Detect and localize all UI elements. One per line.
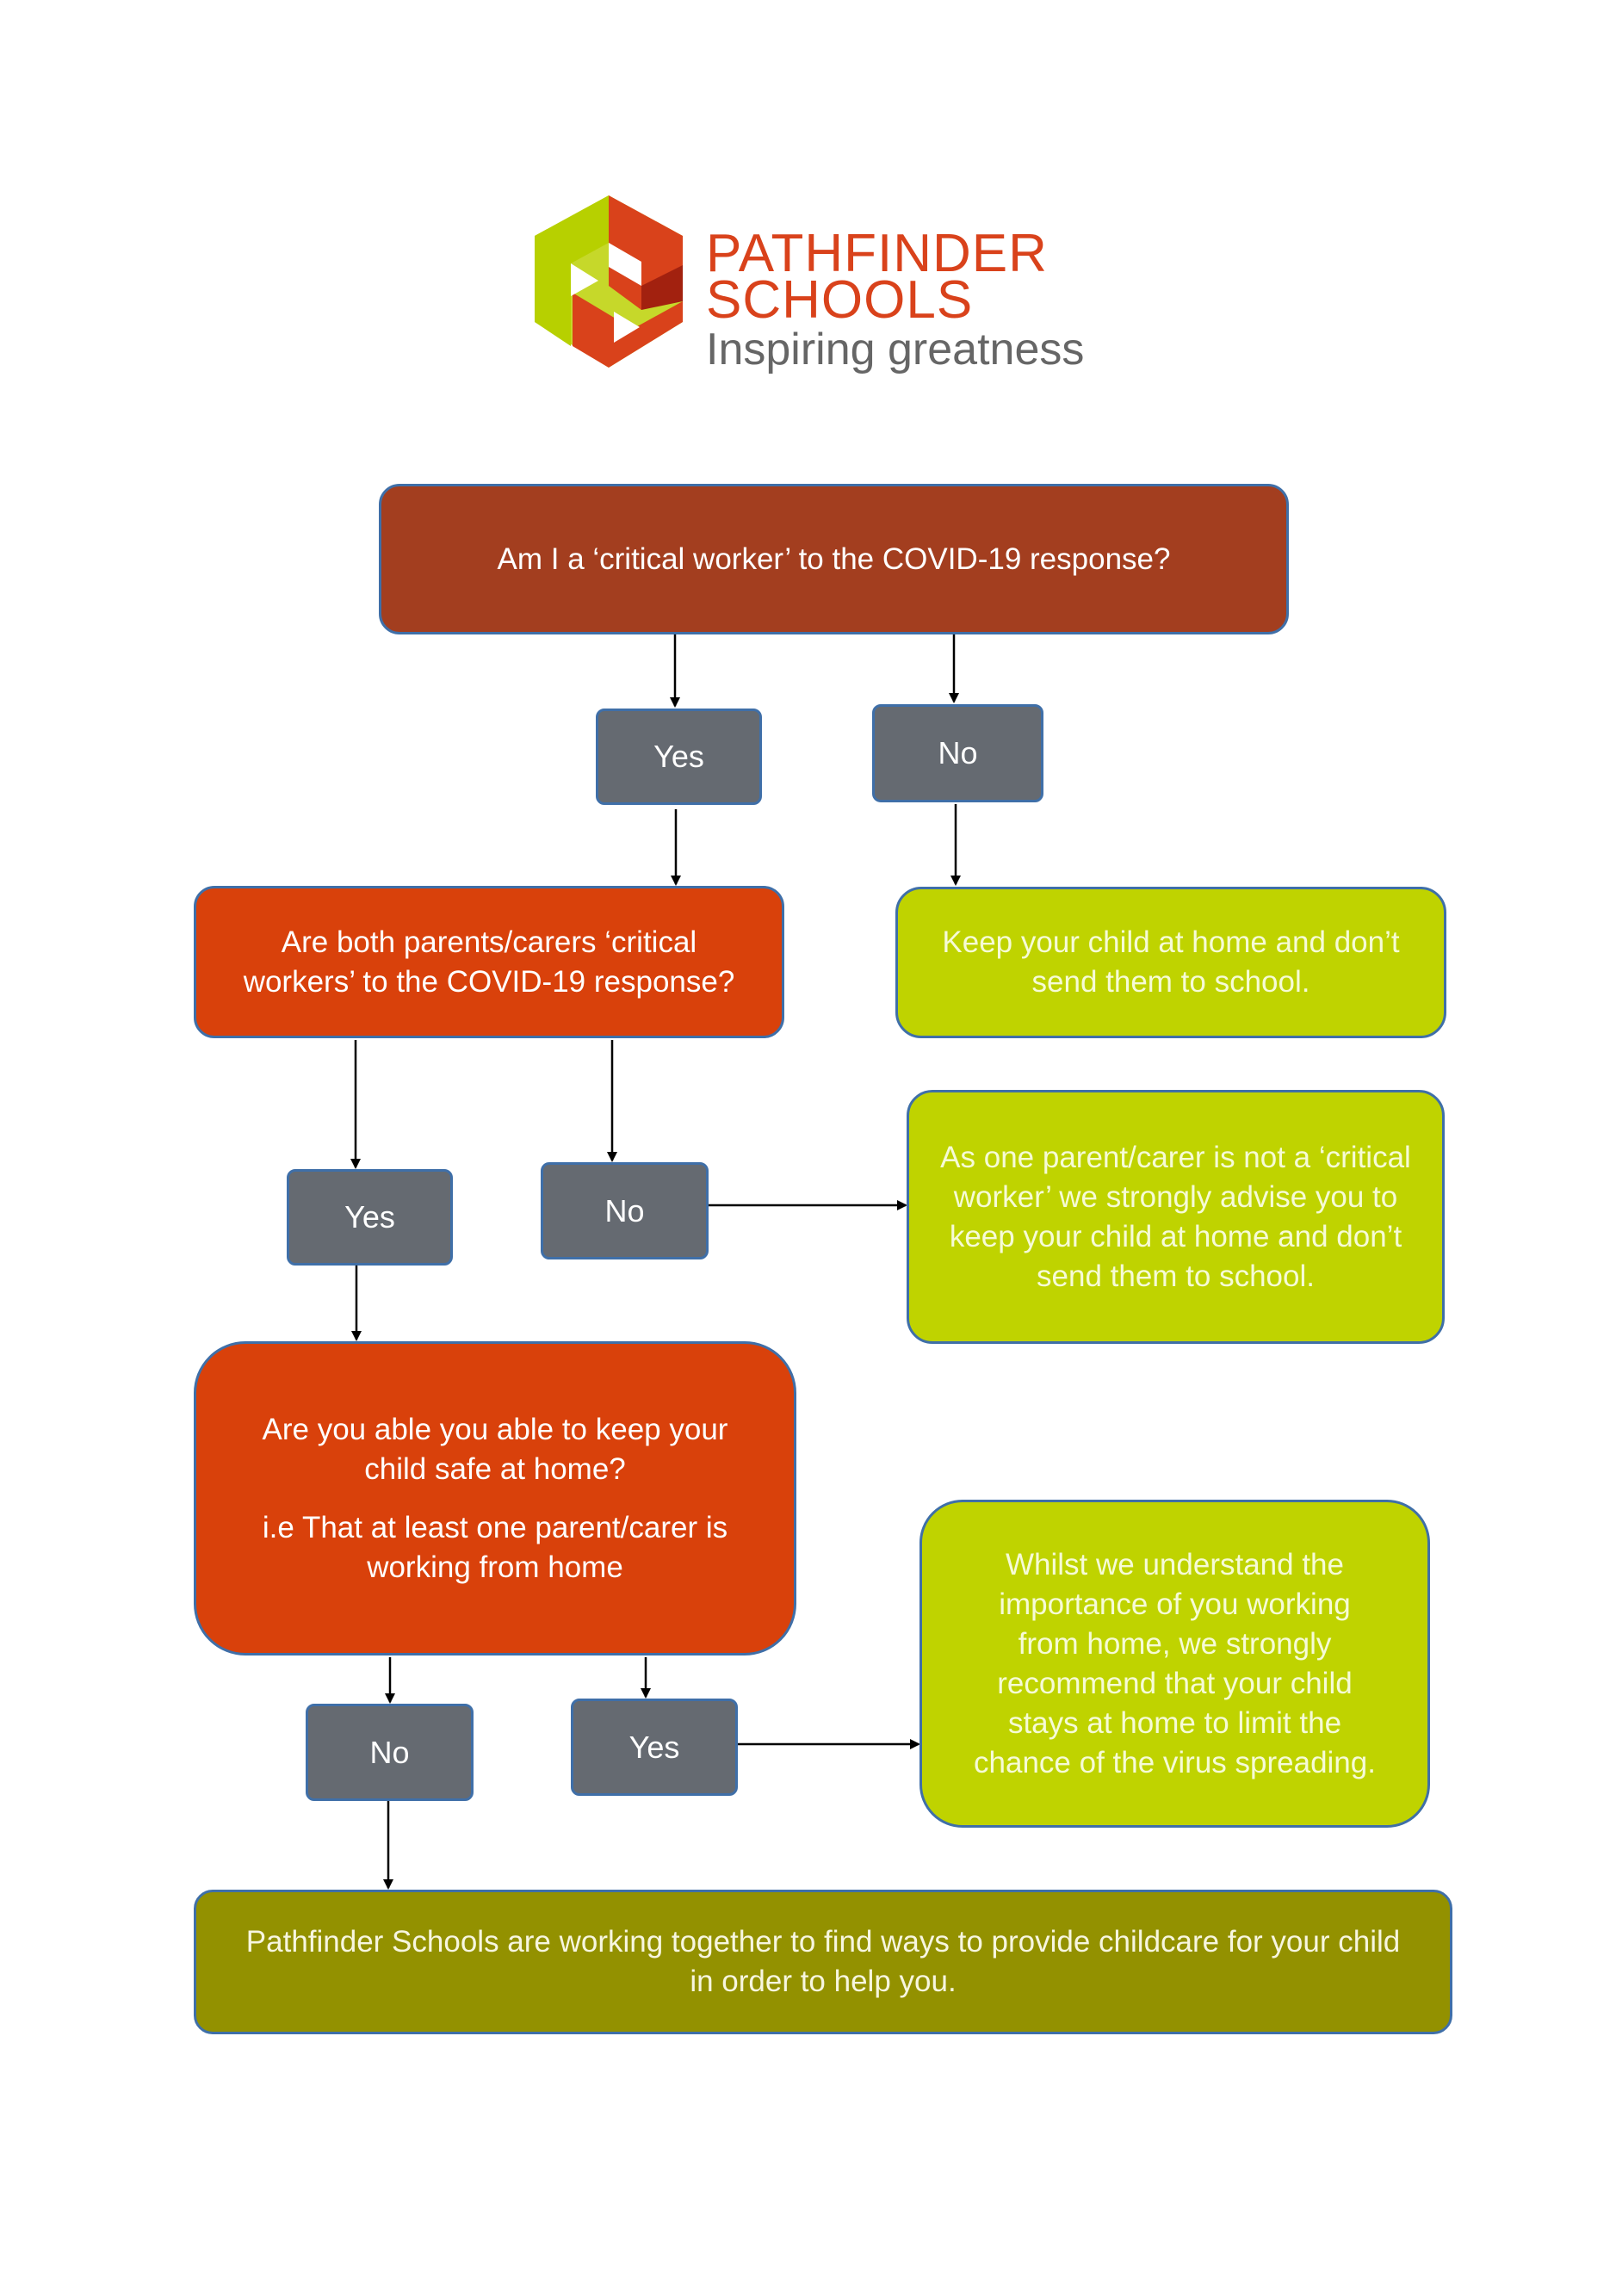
final-childcare-message: Pathfinder Schools are working together … xyxy=(194,1890,1452,2034)
question-both-parents: Are both parents/carers ‘critical worker… xyxy=(194,886,784,1038)
question-keep-safe-text: Are you able you able to keep your child… xyxy=(262,1412,728,1486)
logo-name-line2: SCHOOLS xyxy=(706,270,974,330)
answer-no-2: No xyxy=(541,1162,709,1259)
question-keep-safe: Are you able you able to keep your child… xyxy=(194,1341,796,1655)
answer-yes-3-label: Yes xyxy=(628,1729,680,1765)
question-critical-worker-text: Am I a ‘critical worker’ to the COVID-19… xyxy=(497,542,1171,576)
answer-yes-1-label: Yes xyxy=(653,739,704,774)
result-keep-home-text: Keep your child at home and don’t send t… xyxy=(942,925,1400,999)
logo-tagline: Inspiring greatness xyxy=(706,325,1085,374)
answer-yes-2-label: Yes xyxy=(344,1199,395,1235)
answer-yes-2: Yes xyxy=(287,1169,453,1266)
result-one-parent-not-critical-text: As one parent/carer is not a ‘critical w… xyxy=(940,1140,1411,1293)
question-both-parents-text: Are both parents/carers ‘critical worker… xyxy=(243,925,735,999)
logo-name-line1: PATHFINDER xyxy=(706,224,1048,283)
result-one-parent-not-critical: As one parent/carer is not a ‘critical w… xyxy=(907,1090,1445,1344)
answer-no-3-label: No xyxy=(369,1734,410,1770)
question-critical-worker: Am I a ‘critical worker’ to the COVID-19… xyxy=(379,484,1289,634)
answer-no-1: No xyxy=(872,704,1043,802)
answer-no-2-label: No xyxy=(604,1192,645,1228)
logo-wordmark: PATHFINDER SCHOOLS xyxy=(706,224,1048,330)
answer-no-1-label: No xyxy=(938,735,978,770)
final-childcare-message-text: Pathfinder Schools are working together … xyxy=(245,1925,1401,1998)
question-keep-safe-example: i.e That at least one parent/carer is wo… xyxy=(262,1510,728,1584)
answer-yes-3: Yes xyxy=(571,1699,738,1796)
answer-yes-1: Yes xyxy=(596,709,762,805)
result-work-from-home: Whilst we understand the importance of y… xyxy=(919,1500,1430,1828)
result-keep-home: Keep your child at home and don’t send t… xyxy=(895,887,1446,1038)
logo-mark-icon xyxy=(535,195,683,368)
answer-no-3: No xyxy=(306,1704,474,1801)
result-work-from-home-text: Whilst we understand the importance of y… xyxy=(974,1547,1376,1779)
